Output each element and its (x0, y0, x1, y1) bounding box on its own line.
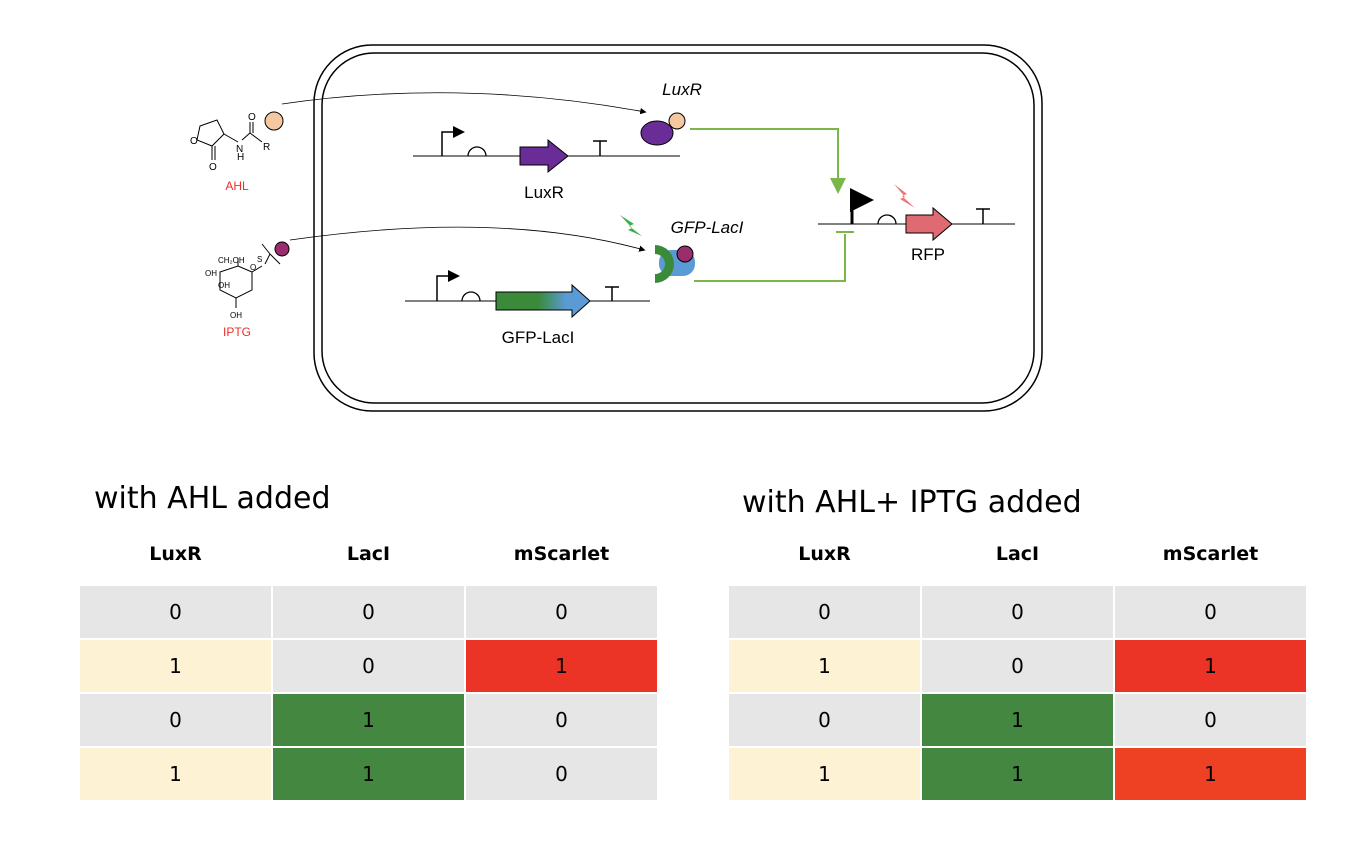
rfp-rbs-icon (877, 214, 897, 225)
iptg-entry-line (289, 226, 646, 252)
luxr-gene-label: LuxR (524, 183, 564, 202)
gfp-laci-terminator-icon (605, 286, 619, 301)
svg-text:O: O (250, 263, 256, 272)
table-row: 0 1 0 (729, 694, 1306, 746)
table-row: 1 1 1 (729, 748, 1306, 800)
table-row: 0 0 0 (729, 586, 1306, 638)
ahl-structure-icon (196, 119, 263, 160)
cell-mscarlet: 0 (466, 748, 657, 800)
truth-table-ahl-iptg: LuxR LacI mScarlet 0 0 0 1 0 1 0 1 0 1 1… (727, 528, 1308, 802)
luxr-activation-line (690, 128, 846, 194)
luxr-cds-arrow (519, 138, 569, 174)
cell-luxr: 0 (80, 586, 271, 638)
luxr-bound-ahl (668, 112, 686, 130)
gfp-laci-bound-iptg (676, 245, 694, 263)
cell-luxr: 0 (80, 694, 271, 746)
iptg-structure-icon (219, 243, 281, 308)
cell-laci: 1 (922, 694, 1113, 746)
gfp-laci-rbs-icon (461, 291, 481, 302)
cell-laci: 0 (273, 640, 464, 692)
svg-text:N: N (236, 144, 243, 155)
cell-luxr: 0 (729, 586, 920, 638)
table-header-row: LuxR LacI mScarlet (729, 530, 1306, 578)
cell-mscarlet: 1 (1115, 640, 1306, 692)
gfp-laci-gene-construct: GFP-LacI (405, 270, 650, 347)
svg-text:H: H (237, 152, 244, 163)
rfp-gene-label: RFP (911, 245, 945, 264)
luxr-protein-label: LuxR (662, 80, 702, 99)
svg-text:OH: OH (205, 269, 217, 278)
cell-luxr: 1 (80, 748, 271, 800)
cell-luxr: 0 (729, 694, 920, 746)
table-row: 1 0 1 (729, 640, 1306, 692)
table-row: 1 1 0 (80, 748, 657, 800)
gfp-laci-gene-label: GFP-LacI (502, 328, 575, 347)
rfp-promoter-icon (850, 188, 874, 224)
header-laci: LacI (273, 530, 464, 578)
cell-laci: 0 (922, 586, 1113, 638)
rfp-cds-arrow (905, 206, 953, 242)
cell-laci: 1 (273, 748, 464, 800)
iptg-label: IPTG (223, 325, 251, 339)
header-luxr: LuxR (80, 530, 271, 578)
cell-luxr: 1 (729, 748, 920, 800)
cell-luxr: 1 (729, 640, 920, 692)
truth-table-ahl: LuxR LacI mScarlet 0 0 0 1 0 1 0 1 0 1 1… (78, 528, 659, 802)
svg-text:CH₂OH: CH₂OH (218, 256, 245, 265)
cell-laci: 1 (273, 694, 464, 746)
svg-text:O: O (248, 112, 256, 123)
header-laci: LacI (922, 530, 1113, 578)
header-luxr: LuxR (729, 530, 920, 578)
svg-text:S: S (257, 255, 262, 264)
svg-text:OH: OH (218, 281, 230, 290)
header-mscarlet: mScarlet (466, 530, 657, 578)
luxr-protein (640, 120, 674, 146)
cell-laci: 0 (273, 586, 464, 638)
table-2-title: with AHL+ IPTG added (742, 485, 1082, 520)
cell-laci: 0 (922, 640, 1113, 692)
luxr-promoter-icon (441, 126, 465, 156)
gfp-laci-protein-label: GFP-LacI (671, 218, 744, 237)
cell-laci: 1 (922, 748, 1113, 800)
table-header-row: LuxR LacI mScarlet (80, 530, 657, 578)
gfp-laci-cds-arrow (495, 283, 591, 319)
svg-text:O: O (190, 136, 198, 147)
green-lightning-icon (620, 215, 642, 236)
ahl-label: AHL (225, 179, 249, 193)
gfp-protein (655, 245, 674, 283)
rfp-gene-construct: RFP (818, 184, 1015, 264)
iptg-ball (274, 241, 290, 257)
svg-text:R: R (263, 142, 270, 153)
table-1-title: with AHL added (94, 481, 331, 516)
cell-mscarlet: 0 (466, 694, 657, 746)
cell-mscarlet: 1 (466, 640, 657, 692)
luxr-terminator-icon (593, 140, 607, 156)
cell-mscarlet: 1 (1115, 748, 1306, 800)
genetic-circuit-diagram: O O N H O R AHL CH₂OH OH OH O S OH IPTG … (190, 44, 1043, 412)
table-row: 1 0 1 (80, 640, 657, 692)
luxr-rbs-icon (467, 146, 487, 157)
gfp-laci-promoter-icon (436, 270, 460, 301)
red-lightning-icon (894, 184, 915, 208)
rfp-terminator-icon (976, 208, 990, 224)
cell-mscarlet: 0 (466, 586, 657, 638)
svg-text:O: O (209, 162, 217, 173)
table-row: 0 1 0 (80, 694, 657, 746)
cell-mscarlet: 0 (1115, 694, 1306, 746)
header-mscarlet: mScarlet (1115, 530, 1306, 578)
svg-text:OH: OH (230, 311, 242, 320)
ahl-entry-line (281, 92, 647, 115)
table-row: 0 0 0 (80, 586, 657, 638)
cell-luxr: 1 (80, 640, 271, 692)
ahl-ball (264, 111, 284, 131)
cell-outer-membrane (313, 44, 1043, 412)
luxr-gene-construct: LuxR (413, 126, 680, 202)
cell-mscarlet: 0 (1115, 586, 1306, 638)
laci-repression-line (694, 234, 846, 282)
cell-inner-membrane (321, 52, 1035, 404)
